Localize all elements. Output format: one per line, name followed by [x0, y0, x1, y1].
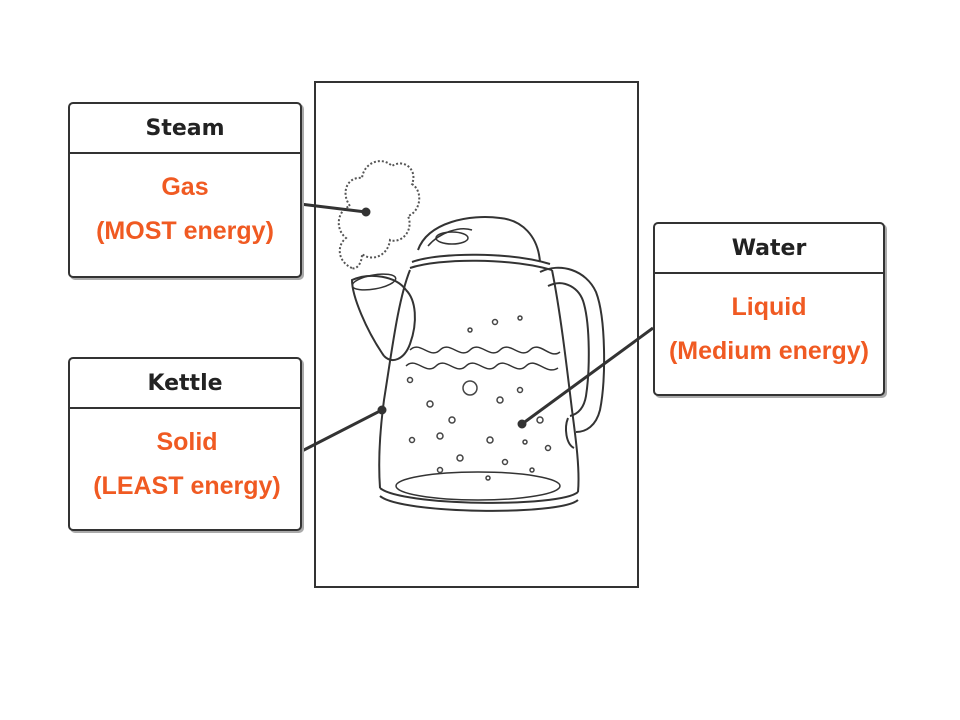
kettle-label-box: Kettle Solid (LEAST energy)	[68, 357, 302, 531]
kettle-state: Solid	[156, 428, 218, 456]
steam-state-text: Gas (MOST energy)	[64, 154, 306, 246]
water-label-box: Water Liquid (Medium energy)	[653, 222, 885, 396]
water-leader-line	[521, 326, 654, 426]
water-title: Water	[655, 224, 883, 274]
kettle-icon	[350, 216, 606, 512]
steam-state: Gas	[161, 173, 209, 201]
kettle-energy: (LEAST energy)	[93, 472, 281, 500]
water-energy: (Medium energy)	[668, 337, 870, 365]
kettle-state-text: Solid (LEAST energy)	[64, 409, 310, 501]
steam-energy: (MOST energy)	[96, 217, 274, 245]
steam-label-box: Steam Gas (MOST energy)	[68, 102, 302, 278]
water-state-text: Liquid (Medium energy)	[641, 274, 897, 366]
kettle-leader-dot	[377, 405, 387, 415]
steam-title: Steam	[70, 104, 300, 154]
leader-lines	[299, 202, 654, 454]
water-bubbles	[406, 315, 552, 481]
steam-leader-dot	[361, 207, 371, 217]
kettle-title: Kettle	[70, 359, 300, 409]
kettle-leader-line	[299, 408, 383, 454]
water-leader-dot	[517, 419, 527, 429]
water-state: Liquid	[731, 293, 807, 321]
steam-cloud-icon	[337, 160, 421, 270]
steam-leader-line	[299, 202, 367, 214]
